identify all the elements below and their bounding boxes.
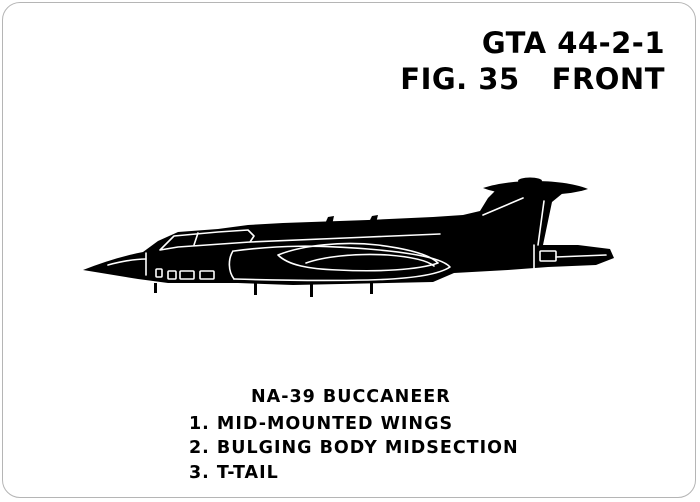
wing-root-line	[305, 253, 435, 267]
fin-seam	[482, 197, 524, 216]
dorsal-blade-2	[368, 215, 378, 224]
feature-list: 1. MID-MOUNTED WINGS 2. BULGING BODY MID…	[189, 413, 519, 483]
rudder-line	[537, 200, 545, 246]
dorsal-blade-1	[324, 216, 334, 226]
ventral-stub-3	[310, 283, 313, 297]
ventral-stub-4	[370, 282, 373, 294]
figure-number: FIG. 35	[400, 62, 520, 96]
feature-item: 1. MID-MOUNTED WINGS	[189, 413, 454, 434]
aircraft-designation: NA-39 BUCCANEER	[251, 387, 451, 407]
figure-header: FIG. 35 FRONT	[400, 65, 665, 94]
aircraft-silhouette	[83, 177, 614, 297]
tail-tip-line	[555, 254, 607, 258]
ventral-stub-2	[254, 283, 257, 295]
gta-label: GTA 44-2-1	[481, 26, 665, 60]
tailplane-bullet	[518, 177, 542, 185]
canopy-frame	[193, 232, 199, 246]
panel-2	[167, 270, 177, 280]
spine-line	[249, 233, 441, 243]
ventral-stub-1	[154, 283, 157, 293]
panel-1	[155, 268, 163, 278]
recognition-card: GTA 44-2-1 FIG. 35 FRONT	[2, 2, 696, 498]
airframe-outline	[107, 197, 607, 282]
feature-item: 3. T-TAIL	[189, 462, 279, 483]
tail-panel	[539, 250, 557, 262]
radome-line	[107, 258, 147, 266]
aircraft-caption: NA-39 BUCCANEER 1. MID-MOUNTED WINGS 2. …	[189, 387, 519, 489]
panel-3	[179, 270, 195, 280]
view-label: FRONT	[551, 62, 665, 96]
feature-item: 2. BULGING BODY MIDSECTION	[189, 438, 519, 458]
panel-4	[199, 270, 215, 280]
midsection-contour	[277, 242, 439, 272]
intake-outline	[228, 250, 235, 280]
canopy-outline	[159, 229, 255, 251]
tailplane-shape	[483, 181, 588, 195]
